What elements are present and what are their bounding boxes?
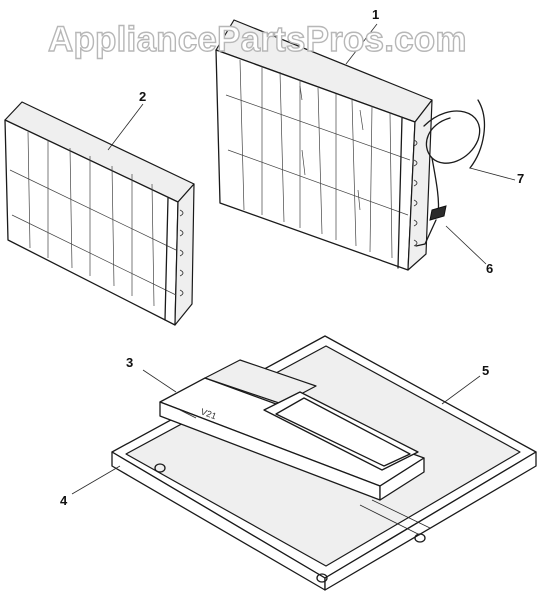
part-3-drain-tray: V21	[159, 359, 425, 501]
part-6-tube-fitting	[415, 205, 447, 247]
callout-6: 6	[486, 261, 494, 276]
callout-7: 7	[517, 171, 525, 186]
part-2-coil	[4, 101, 195, 326]
callout-5: 5	[482, 363, 490, 378]
callout-1: 1	[372, 7, 380, 22]
callout-4: 4	[60, 493, 68, 508]
part-7-capillary-tube	[423, 99, 486, 216]
callout-3: 3	[126, 355, 134, 370]
callout-2: 2	[139, 89, 147, 104]
leader-lines	[71, 23, 516, 495]
part-1-coil	[215, 19, 433, 271]
